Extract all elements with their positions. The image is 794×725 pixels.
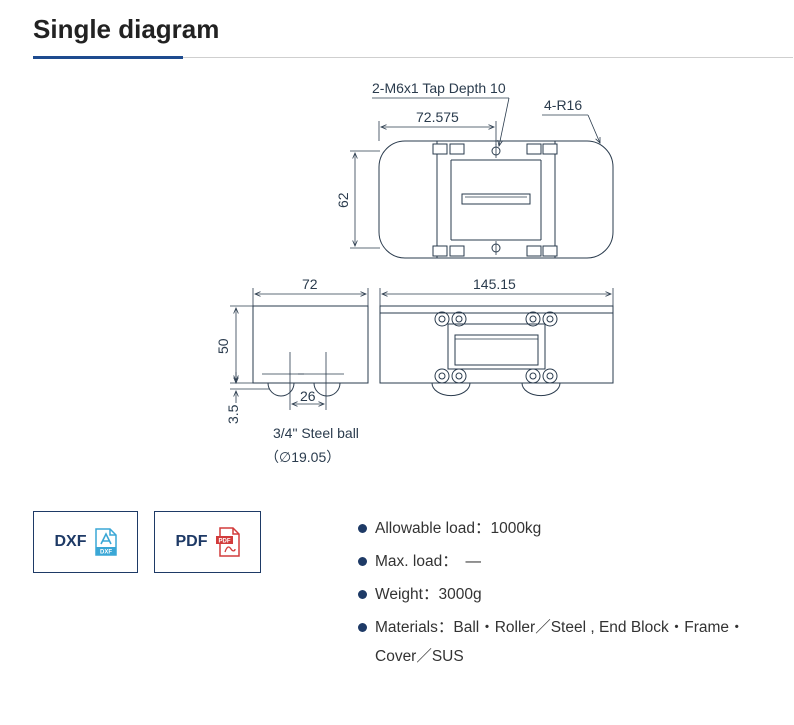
roller-bottom-right: [521, 368, 561, 397]
svg-text:DXF: DXF: [100, 550, 112, 556]
front-view-outline: [379, 305, 614, 384]
radius-label: 4-R16: [544, 97, 582, 113]
title-divider: [33, 57, 793, 58]
dxf-label: DXF: [54, 533, 87, 550]
dim-ball-offset: 3.5: [225, 404, 241, 424]
pdf-file-icon: PDF: [215, 527, 240, 557]
dxf-download-button[interactable]: DXF DXF: [33, 511, 138, 573]
svg-text:PDF: PDF: [218, 539, 230, 545]
spec-weight: Weight：3000g: [358, 580, 778, 609]
dim-height-top: 62: [335, 192, 351, 208]
ball-label: 3/4" Steel ball: [273, 425, 359, 441]
dim-top-width: 72.575: [416, 109, 459, 125]
roller-top-right: [525, 311, 558, 327]
technical-drawing: 2-M6x1 Tap Depth 10 72.575 4-R16 62 72 2: [215, 80, 614, 465]
dim-ball-pitch: 26: [300, 388, 316, 404]
pdf-label: PDF: [175, 533, 208, 550]
pdf-download-button[interactable]: PDF PDF: [154, 511, 261, 573]
front-view: 145.15: [379, 276, 614, 397]
spec-allowable-load: Allowable load：1000kg: [358, 514, 778, 543]
dxf-file-icon: DXF: [94, 528, 117, 556]
side-view: 72 26 50 3.5 3/4" Steel ball （∅19.05）: [215, 276, 369, 465]
dim-side-width: 72: [302, 276, 318, 292]
roller-top-left: [434, 311, 467, 327]
page-title: Single diagram: [33, 14, 220, 44]
spec-materials: Materials：Ball・Roller／Steel , End Block・…: [358, 613, 778, 671]
ball-diameter: （∅19.05）: [265, 449, 340, 465]
spec-list: Allowable load：1000kg Max. load： — Weigh…: [358, 514, 778, 675]
dim-front-width: 145.15: [473, 276, 516, 292]
top-view: 2-M6x1 Tap Depth 10 72.575 4-R16 62: [335, 80, 614, 259]
tap-spec-label: 2-M6x1 Tap Depth 10: [372, 80, 506, 96]
top-slot: [461, 193, 531, 205]
roller-bottom-left: [431, 368, 471, 397]
title-accent-bar: [33, 56, 183, 59]
dim-side-height: 50: [215, 338, 231, 354]
side-view-outline: [252, 305, 369, 384]
spec-max-load: Max. load： —: [358, 547, 778, 576]
